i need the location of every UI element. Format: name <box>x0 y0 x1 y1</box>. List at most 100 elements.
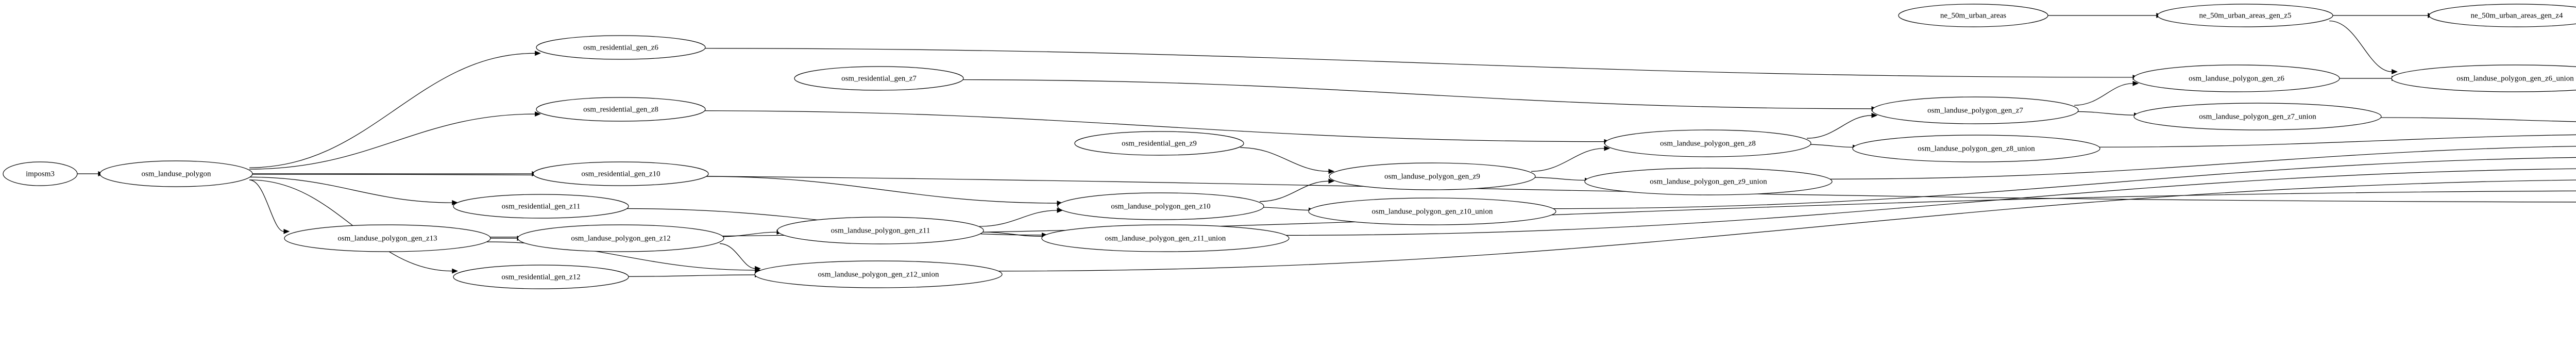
node-ellipse <box>1584 168 1833 195</box>
edge-osm_residential_gen_z8--osm_landuse_polygon_gen_z8 <box>702 110 1605 142</box>
node-osm_landuse_polygon[interactable]: osm_landuse_polygon <box>99 160 253 187</box>
node-ellipse <box>2157 4 2333 27</box>
node-osm_landuse_polygon_gen_z11_union[interactable]: osm_landuse_polygon_gen_z11_union <box>1041 224 1290 252</box>
edge-osm_landuse_polygon_gen_z7--osm_landuse_polygon_gen_z6 <box>2074 83 2133 106</box>
node-ellipse <box>453 194 629 219</box>
edge-osm_landuse_polygon_gen_z7_union--layer_landuse.z7 <box>2376 117 2576 122</box>
node-label: osm_landuse_polygon_gen_z13 <box>337 234 437 242</box>
node-osm_residential_gen_z8[interactable]: osm_residential_gen_z8 <box>536 97 706 122</box>
node-ellipse <box>284 224 491 252</box>
node-osm_residential_gen_z11[interactable]: osm_residential_gen_z11 <box>453 194 629 219</box>
node-osm_landuse_polygon_gen_z10[interactable]: osm_landuse_polygon_gen_z10 <box>1057 192 1264 220</box>
node-ellipse <box>1898 4 2048 27</box>
edge-osm_residential_gen_z6--osm_landuse_polygon_gen_z6 <box>702 48 2133 78</box>
edge-osm_landuse_polygon_gen_z9_union--layer_landuse.z9 <box>1827 145 2576 179</box>
node-label: ne_50m_urban_areas_gen_z4 <box>2470 11 2563 20</box>
node-label: osm_landuse_polygon_gen_z11 <box>831 226 930 235</box>
node-osm_landuse_polygon_gen_z9[interactable]: osm_landuse_polygon_gen_z9 <box>1329 162 1536 190</box>
edge-arrowhead <box>283 228 290 234</box>
node-ellipse <box>453 265 629 289</box>
node-ellipse <box>754 260 1003 288</box>
node-label: osm_residential_gen_z7 <box>841 74 917 83</box>
node-label: osm_landuse_polygon_gen_z10 <box>1111 202 1210 210</box>
edge-osm_landuse_polygon_gen_z9--osm_landuse_polygon_gen_z9_union <box>1531 177 1585 181</box>
node-ellipse <box>1041 224 1290 252</box>
node-ellipse <box>2133 103 2382 130</box>
node-osm_landuse_polygon_gen_z13[interactable]: osm_landuse_polygon_gen_z13 <box>284 224 491 252</box>
edge-arrowhead <box>535 111 541 117</box>
edge-arrowhead <box>1604 145 1611 151</box>
node-label: osm_residential_gen_z12 <box>501 273 580 281</box>
node-ne_50m_urban_areas_gen_z4[interactable]: ne_50m_urban_areas_gen_z4 <box>2429 4 2576 27</box>
edge-osm_landuse_polygon--osm_landuse_polygon_gen_z13 <box>249 179 284 232</box>
node-ellipse <box>1057 192 1264 220</box>
edge-osm_landuse_polygon_gen_z12--osm_landuse_polygon_gen_z12_union <box>719 243 755 269</box>
node-osm_landuse_polygon_gen_z6_union[interactable]: osm_landuse_polygon_gen_z6_union <box>2391 64 2576 92</box>
node-label: osm_residential_gen_z6 <box>583 43 658 52</box>
node-ellipse <box>3 161 78 186</box>
node-osm_landuse_polygon_gen_z8_union[interactable]: osm_landuse_polygon_gen_z8_union <box>1852 135 2100 162</box>
node-label: osm_landuse_polygon_gen_z8_union <box>1918 144 2035 153</box>
node-osm_residential_gen_z7[interactable]: osm_residential_gen_z7 <box>794 66 964 91</box>
edge-osm_landuse_polygon_gen_z11--osm_landuse_polygon_gen_z10 <box>979 210 1058 227</box>
edge-osm_landuse_polygon--osm_residential_gen_z8 <box>249 113 535 170</box>
node-osm_residential_gen_z9[interactable]: osm_residential_gen_z9 <box>1074 131 1244 156</box>
node-label: osm_landuse_polygon_gen_z9 <box>1384 172 1480 180</box>
node-label: osm_residential_gen_z8 <box>583 105 658 113</box>
edge-osm_residential_gen_z9--osm_landuse_polygon_gen_z9 <box>1240 147 1329 172</box>
node-imposm3[interactable]: imposm3 <box>3 161 78 186</box>
node-osm_landuse_polygon_gen_z11[interactable]: osm_landuse_polygon_gen_z11 <box>777 217 984 244</box>
node-osm_landuse_polygon_gen_z7_union[interactable]: osm_landuse_polygon_gen_z7_union <box>2133 103 2382 130</box>
node-label: osm_landuse_polygon_gen_z10_union <box>1372 207 1493 216</box>
node-osm_residential_gen_z10[interactable]: osm_residential_gen_z10 <box>533 161 709 186</box>
node-ellipse <box>1872 96 2079 124</box>
node-ellipse <box>517 224 724 252</box>
node-osm_residential_gen_z12[interactable]: osm_residential_gen_z12 <box>453 265 629 289</box>
edge-arrowhead <box>1328 178 1335 184</box>
node-osm_landuse_polygon_gen_z8[interactable]: osm_landuse_polygon_gen_z8 <box>1604 129 1811 157</box>
edge-arrowhead <box>2132 80 2139 86</box>
node-osm_landuse_polygon_gen_z9_union[interactable]: osm_landuse_polygon_gen_z9_union <box>1584 168 1833 195</box>
node-label: osm_landuse_polygon_gen_z7_union <box>2199 112 2316 121</box>
node-ellipse <box>1329 162 1536 190</box>
edge-ne_50m_urban_areas_gen_z5--osm_landuse_polygon_gen_z6_union <box>2329 20 2392 72</box>
edge-osm_landuse_polygon_gen_z8_union--layer_landuse.z8 <box>2095 134 2576 147</box>
edge-osm_landuse_polygon_gen_z11_union--layer_landuse.z11 <box>1284 168 2576 236</box>
node-osm_landuse_polygon_gen_z12[interactable]: osm_landuse_polygon_gen_z12 <box>517 224 724 252</box>
edge-osm_residential_gen_z10--osm_landuse_polygon_gen_z10 <box>705 176 1058 204</box>
edge-osm_landuse_polygon--osm_residential_gen_z6 <box>249 53 535 168</box>
edge-arrowhead <box>1328 169 1335 174</box>
node-ellipse <box>533 161 709 186</box>
node-label: osm_landuse_polygon_gen_z12_union <box>818 270 939 278</box>
node-ellipse <box>2133 64 2340 92</box>
node-osm_landuse_polygon_gen_z12_union[interactable]: osm_landuse_polygon_gen_z12_union <box>754 260 1003 288</box>
node-label: osm_landuse_polygon_gen_z11_union <box>1105 234 1226 242</box>
node-label: osm_landuse_polygon <box>142 170 211 178</box>
edge-osm_landuse_polygon_gen_z12_union--layer_landuse.z12 <box>997 179 2576 272</box>
node-osm_landuse_polygon_gen_z7[interactable]: osm_landuse_polygon_gen_z7 <box>1872 96 2079 124</box>
edge-arrowhead <box>1871 112 1878 118</box>
node-osm_residential_gen_z6[interactable]: osm_residential_gen_z6 <box>536 35 706 60</box>
edge-arrowhead <box>535 51 541 56</box>
node-label: osm_landuse_polygon_gen_z8 <box>1660 139 1756 147</box>
node-ellipse <box>536 97 706 122</box>
edge-osm_landuse_polygon_gen_z10--osm_landuse_polygon_gen_z10_union <box>1259 207 1309 211</box>
node-osm_landuse_polygon_gen_z6[interactable]: osm_landuse_polygon_gen_z6 <box>2133 64 2340 92</box>
node-ne_50m_urban_areas[interactable]: ne_50m_urban_areas <box>1898 4 2048 27</box>
node-label: osm_landuse_polygon_gen_z6_union <box>2456 74 2574 83</box>
node-ellipse <box>1604 129 1811 157</box>
node-ne_50m_urban_areas_gen_z5[interactable]: ne_50m_urban_areas_gen_z5 <box>2157 4 2333 27</box>
edge-osm_landuse_polygon_gen_z9--osm_landuse_polygon_gen_z8 <box>1531 148 1605 172</box>
node-ellipse <box>536 35 706 60</box>
nodes-layer: imposm3 osm_landuse_polygon osm_residentia… <box>3 4 2576 289</box>
node-ellipse <box>1852 135 2100 162</box>
node-label: osm_landuse_polygon_gen_z12 <box>571 234 670 242</box>
node-osm_landuse_polygon_gen_z10_union[interactable]: osm_landuse_polygon_gen_z10_union <box>1308 198 1556 225</box>
edge-osm_landuse_polygon_gen_z10--osm_landuse_polygon_gen_z9 <box>1259 180 1329 202</box>
node-ellipse <box>1308 198 1556 225</box>
node-label: ne_50m_urban_areas <box>1940 11 2006 20</box>
node-ellipse <box>99 160 253 187</box>
edge-arrowhead <box>755 266 761 271</box>
edge-osm_landuse_polygon_gen_z10_union--layer_landuse.z10 <box>1551 157 2576 209</box>
